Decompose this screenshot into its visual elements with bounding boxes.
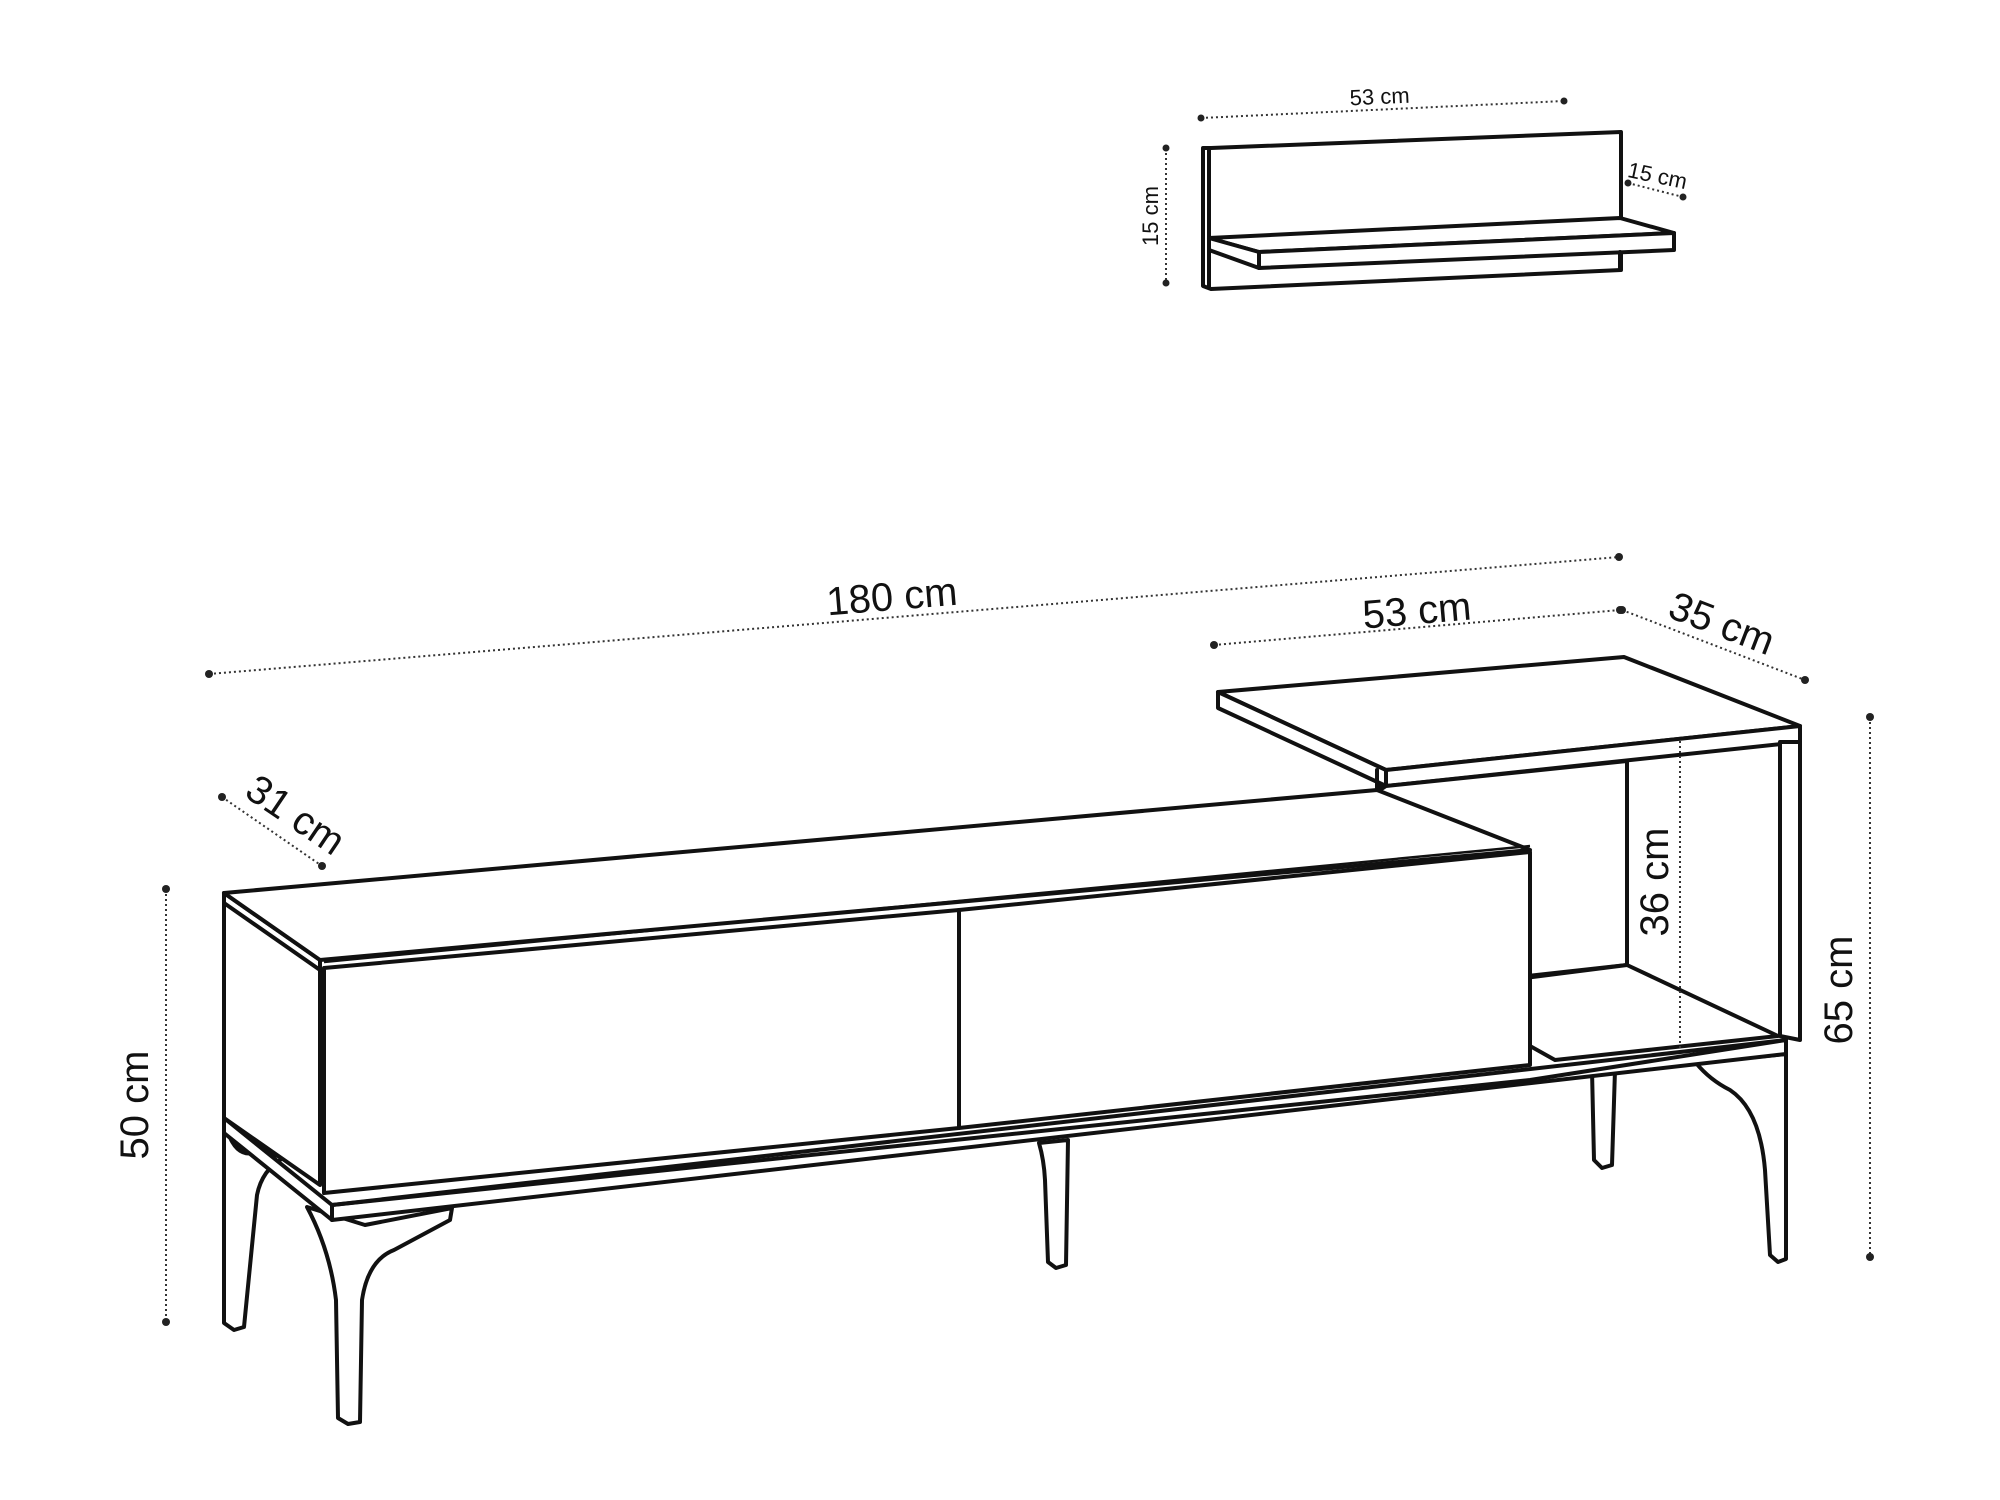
leg-front-right — [1694, 1052, 1788, 1264]
base-front-top-line — [330, 1038, 1788, 1207]
wall-shelf-height-dimension: 15 cm — [1138, 144, 1170, 287]
wall-shelf-depth-dimension: 15 cm — [1624, 157, 1690, 201]
wall-shelf: 53 cm 15 cm 15 cm — [1138, 83, 1690, 291]
open-compartment-height-label: 36 cm — [1633, 828, 1677, 937]
total-height-label: 65 cm — [1817, 936, 1861, 1045]
wall-shelf-height-label: 15 cm — [1138, 186, 1163, 246]
total-height-dimension: 65 cm — [1817, 713, 1874, 1261]
body-depth-dimension: 31 cm — [218, 767, 353, 870]
drawer-top-edge — [323, 844, 1531, 964]
body-height-label: 50 cm — [113, 1051, 157, 1160]
leg-back-right — [1590, 1068, 1617, 1170]
total-width-dimension: 180 cm — [205, 553, 1623, 678]
base-board-side — [222, 1116, 334, 1222]
top-section-width-label: 53 cm — [1361, 584, 1473, 637]
body-height-dimension: 50 cm — [113, 885, 170, 1326]
wall-shelf-depth-label: 15 cm — [1626, 157, 1690, 194]
tv-stand: 180 cm 53 cm 35 cm 31 cm 50 — [113, 553, 1874, 1426]
drawer-front-right — [957, 850, 1532, 1130]
leg-front-left — [305, 1205, 454, 1426]
wall-shelf-width-dimension: 53 cm — [1197, 83, 1568, 122]
open-compartment-height-dimension: 36 cm — [1633, 741, 1681, 1050]
leg-middle — [1037, 1138, 1070, 1270]
wall-shelf-board-side — [1207, 236, 1261, 270]
top-section-depth-label: 35 cm — [1663, 584, 1780, 664]
wall-shelf-width-label: 53 cm — [1349, 83, 1410, 111]
body-depth-label: 31 cm — [238, 767, 353, 864]
main-top-surface — [222, 788, 1532, 962]
open-compartment-right-panel — [1778, 740, 1802, 1042]
top-section-width-dimension: 53 cm — [1210, 584, 1624, 649]
total-width-label: 180 cm — [825, 570, 959, 625]
